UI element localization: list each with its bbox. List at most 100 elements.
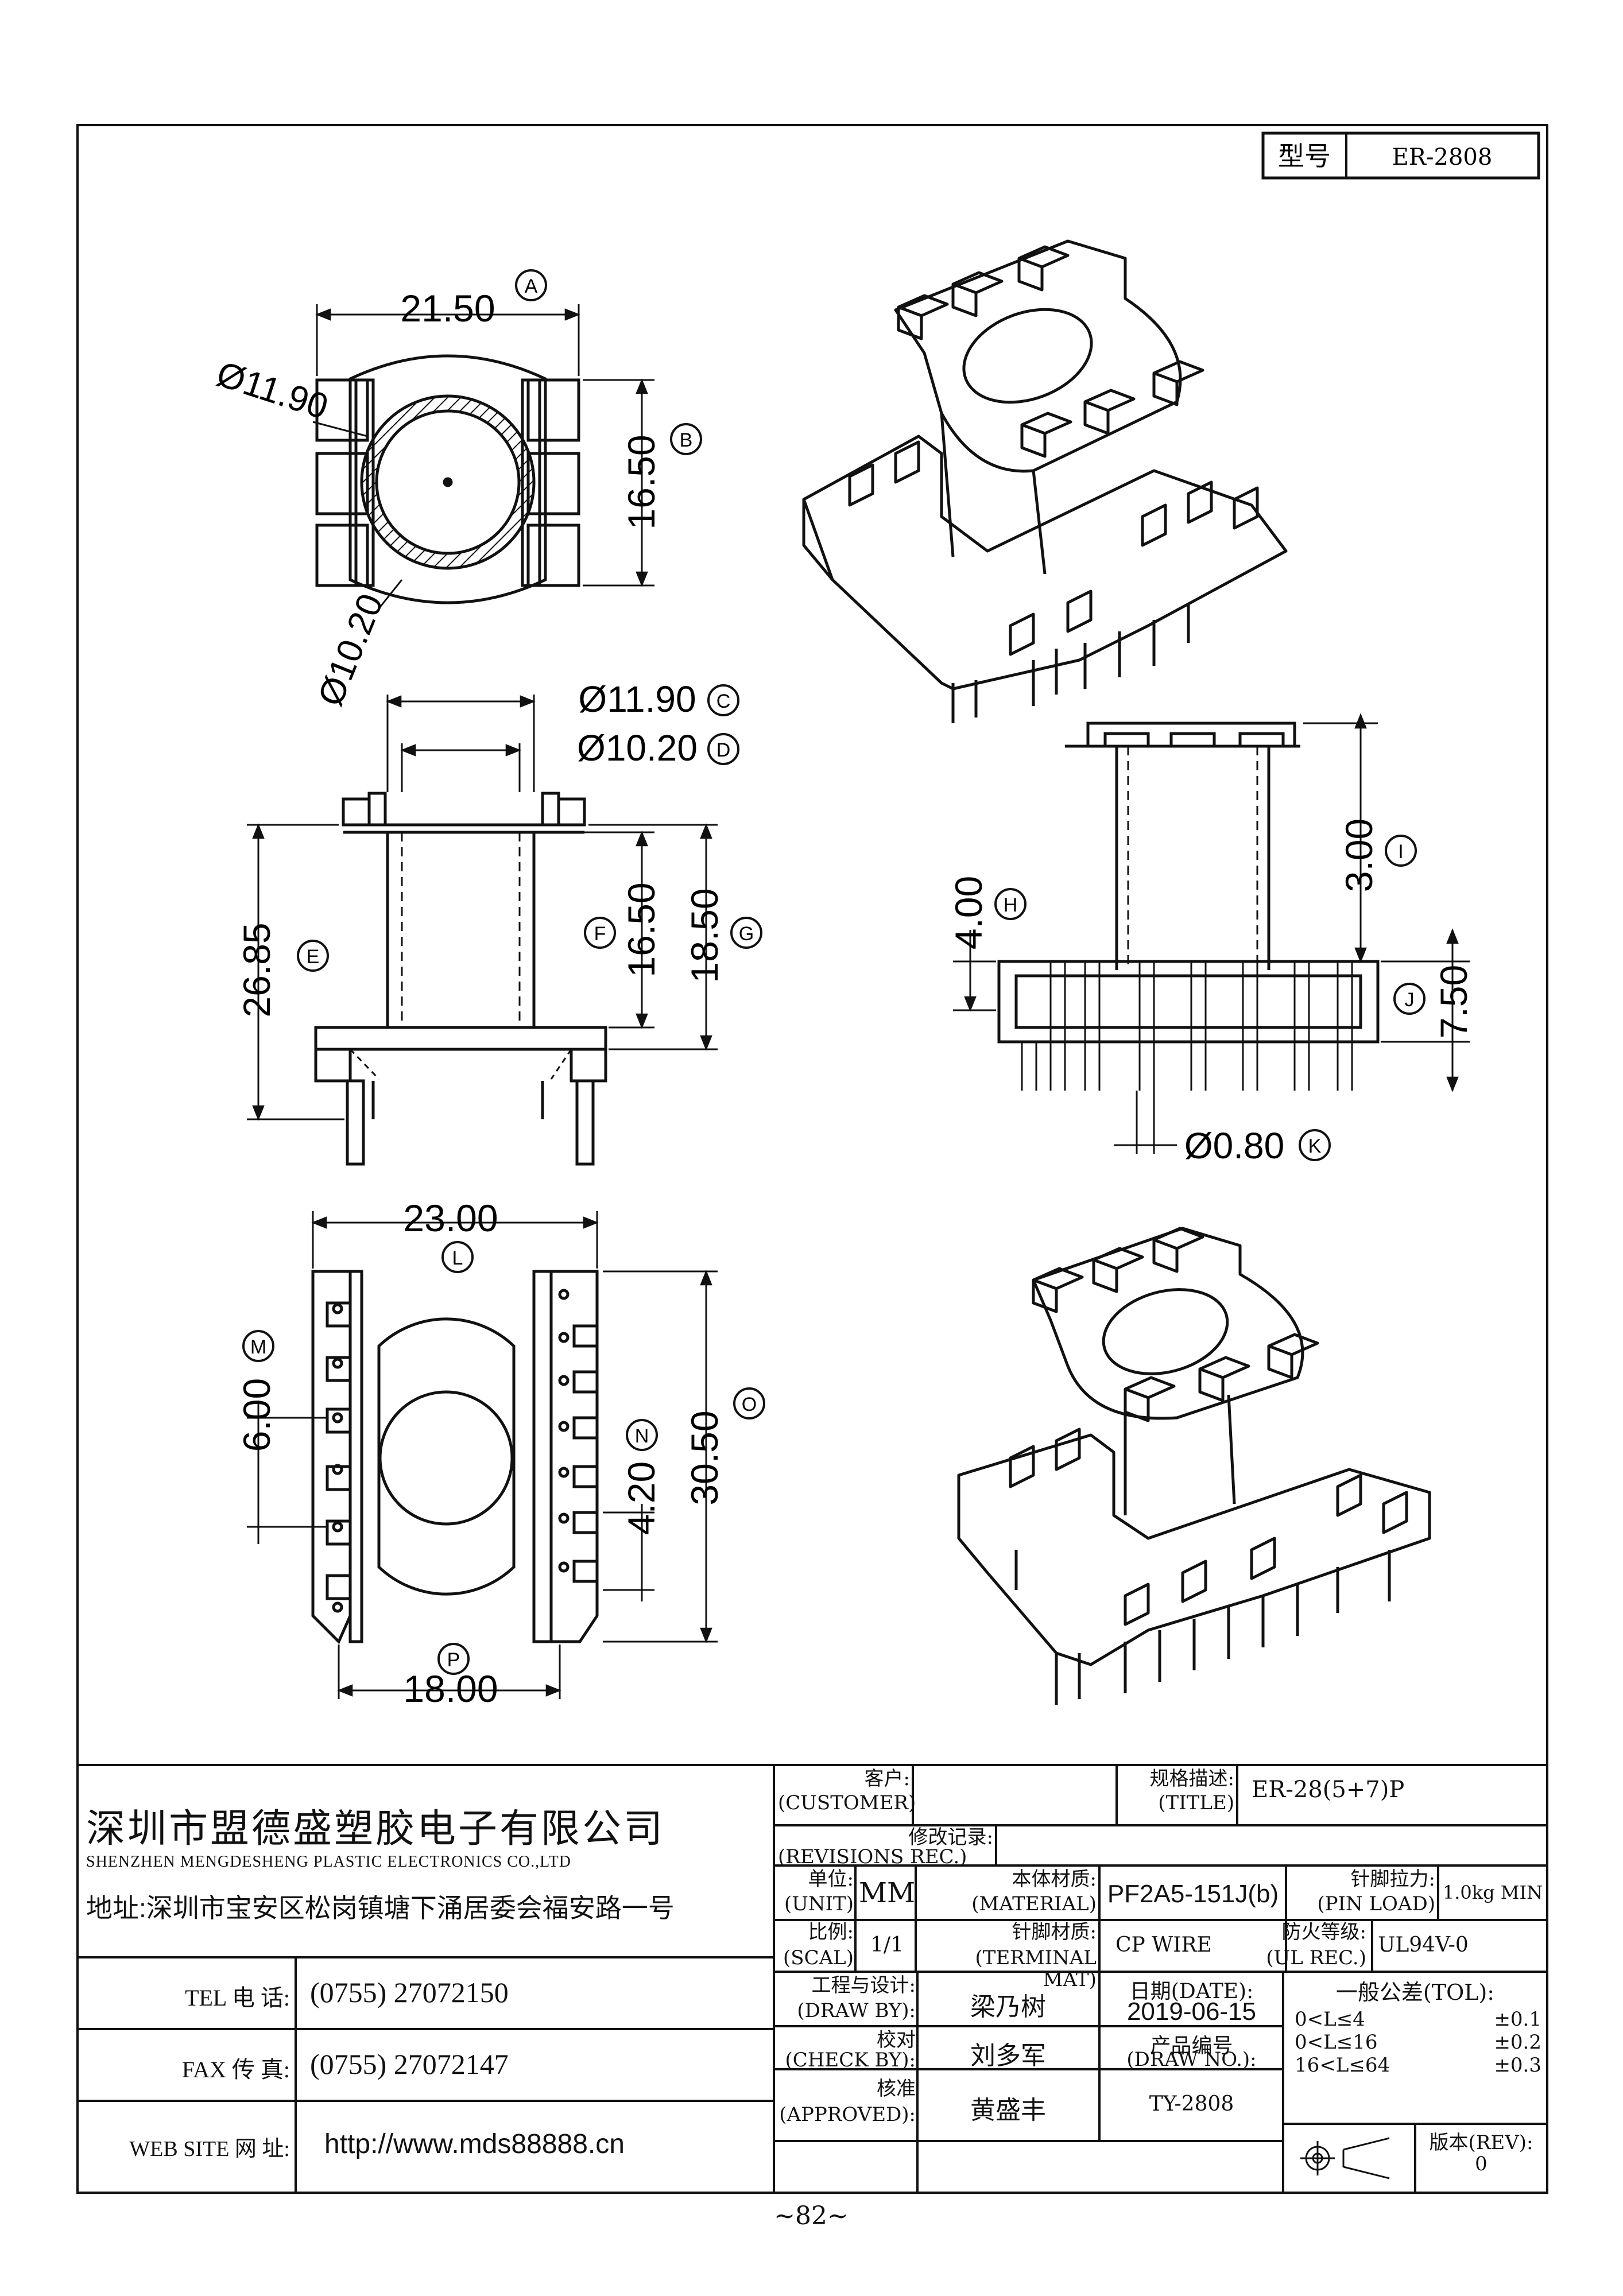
draw-cn: 工程与设计:: [811, 1974, 916, 1997]
dim-k-value: Ø0.80: [1184, 1125, 1284, 1166]
customer-en: (CUSTOMER): [778, 1791, 916, 1814]
drawno-cn: 产品编号: [1150, 2034, 1233, 2058]
fax-label: FAX 传 真:: [181, 2057, 290, 2082]
date-value: 2019-06-15: [1126, 1998, 1257, 2026]
dim-h-tag-circle: [994, 888, 1027, 920]
dim-l-value: 23.00: [403, 1197, 498, 1239]
scal-en: (SCAL): [783, 1946, 854, 1969]
material-value: PF2A5-151J(b): [1107, 1880, 1279, 1908]
dim-g-value: 18.50: [683, 888, 726, 983]
top-view: [312, 304, 654, 609]
material-cn: 本体材质:: [1012, 1868, 1097, 1891]
rev-cn: 版本(REV):: [1429, 2131, 1533, 2154]
approved-value: 黄盛丰: [970, 2096, 1046, 2124]
dim-e-tag: E: [307, 946, 320, 968]
dim-e-value: 26.85: [235, 922, 278, 1017]
dim-k-tag-circle: [1299, 1129, 1331, 1161]
title-value: ER-28(5+7)P: [1252, 1777, 1405, 1803]
page-number: ~82~: [774, 2201, 849, 2231]
title-block-grid: [78, 1764, 1547, 2193]
dia-outer-value: Ø11.90: [212, 354, 332, 427]
drawing-frame: [76, 124, 1548, 2194]
scal-value: 1/1: [870, 1933, 904, 1957]
scal-cn: 比例:: [808, 1921, 854, 1944]
check-en: (CHECK BY):: [785, 2049, 916, 2072]
dim-n-value: 4.20: [620, 1461, 663, 1535]
unit-en: (UNIT): [784, 1892, 854, 1915]
tol-range: 0<L≤4: [1295, 2008, 1365, 2031]
company-address: 地址:深圳市宝安区松岗镇塘下涌居委会福安路一号: [86, 1893, 675, 1923]
dim-k-tag: K: [1308, 1135, 1322, 1157]
dim-f-value: 16.50: [620, 882, 663, 977]
dim-p-tag: P: [447, 1649, 460, 1671]
rev-rec-cn: 修改记录:: [908, 1826, 993, 1849]
approved-en: (APPROVED):: [779, 2103, 916, 2126]
dim-a-tag-circle: [515, 269, 547, 301]
dim-l-tag-circle: [441, 1241, 474, 1273]
model-label: 型号: [1278, 141, 1331, 172]
tel-label: TEL 电 话:: [185, 1985, 290, 2011]
dim-m-tag: M: [250, 1336, 266, 1358]
tol-value: ±0.2: [1494, 2031, 1541, 2054]
dim-b-value: 16.50: [620, 435, 663, 529]
date-cn: 日期(DATE):: [1129, 1980, 1254, 2003]
dim-o-value: 30.50: [683, 1410, 726, 1505]
tol-range: 16<L≤64: [1295, 2054, 1390, 2077]
dim-o-tag: O: [742, 1394, 757, 1415]
terminal-cn: 针脚材质:: [1012, 1921, 1097, 1944]
customer-cn: 客户:: [864, 1767, 910, 1790]
dim-e-tag-circle: [297, 940, 329, 972]
tol-row: 0<L≤16 ±0.2: [1295, 2031, 1541, 2054]
dim-o-tag-circle: [733, 1387, 765, 1420]
tol-table: 0<L≤4 ±0.1 0<L≤16 ±0.2 16<L≤64 ±0.3: [1295, 2008, 1541, 2077]
pin-load-en: (PIN LOAD): [1317, 1892, 1435, 1915]
side-view: [953, 713, 1470, 1154]
draw-value: 梁乃树: [970, 1993, 1046, 2021]
company-name-en: SHENZHEN MENGDESHENG PLASTIC ELECTRONICS…: [86, 1853, 571, 1871]
ul-cn: 防火等级:: [1281, 1921, 1366, 1944]
bottom-view: [247, 1211, 718, 1699]
web-label: WEB SITE 网 址:: [129, 2137, 290, 2161]
tol-title: 一般公差(TOL):: [1335, 1980, 1495, 2005]
dim-n-tag: N: [635, 1425, 649, 1447]
material-en: (MATERIAL): [971, 1892, 1097, 1915]
model-box: 型号 ER-2808: [1261, 131, 1540, 180]
drawno-value: TY-2808: [1149, 2092, 1234, 2116]
terminal-en: (TERMINAL MAT): [975, 1946, 1097, 1991]
tel-value: (0755) 27072150: [310, 1976, 509, 2008]
dim-p-tag-circle: [437, 1643, 470, 1675]
check-cn: 校对: [877, 2029, 916, 2051]
dim-a-value: 21.50: [400, 287, 495, 329]
dim-h-tag: H: [1004, 894, 1018, 916]
dim-j-tag-circle: [1393, 983, 1426, 1015]
pin-load-value: 1.0kg MIN: [1442, 1882, 1543, 1903]
tol-value: ±0.3: [1494, 2054, 1541, 2077]
check-value: 刘多军: [970, 2042, 1046, 2070]
drawno-en: (DRAW NO.):: [1126, 2048, 1257, 2071]
model-value: ER-2808: [1392, 144, 1493, 170]
dim-l-tag: L: [452, 1247, 463, 1269]
dia-inner-value: Ø10.20: [311, 588, 391, 711]
draw-en: (DRAW BY):: [797, 1999, 916, 2022]
title-cn: 规格描述:: [1149, 1767, 1234, 1790]
dim-b-tag-circle: [670, 423, 702, 455]
dim-d-tag-circle: [707, 733, 739, 765]
ul-value: UL94V-0: [1378, 1933, 1469, 1957]
dim-i-value: 3.00: [1338, 819, 1380, 892]
dim-b-tag: B: [680, 429, 693, 451]
tol-range: 0<L≤16: [1295, 2031, 1378, 2054]
dim-g-tag-circle: [730, 917, 762, 949]
dim-m-tag-circle: [242, 1330, 274, 1362]
dim-j-tag: J: [1405, 989, 1415, 1011]
dim-j-value: 7.50: [1432, 965, 1475, 1038]
tol-row: 0<L≤4 ±0.1: [1295, 2008, 1541, 2031]
dim-i-tag: I: [1398, 841, 1403, 863]
dim-c-value: Ø11.90: [578, 678, 696, 720]
company-name-cn: 深圳市盟德盛塑胶电子有限公司: [86, 1807, 665, 1851]
approved-cn: 核准: [877, 2077, 916, 2100]
web-value[interactable]: http://www.mds88888.cn: [324, 2129, 625, 2159]
tol-row: 16<L≤64 ±0.3: [1295, 2054, 1541, 2077]
dim-c-tag-circle: [707, 684, 739, 716]
dim-f-tag-circle: [584, 917, 616, 949]
